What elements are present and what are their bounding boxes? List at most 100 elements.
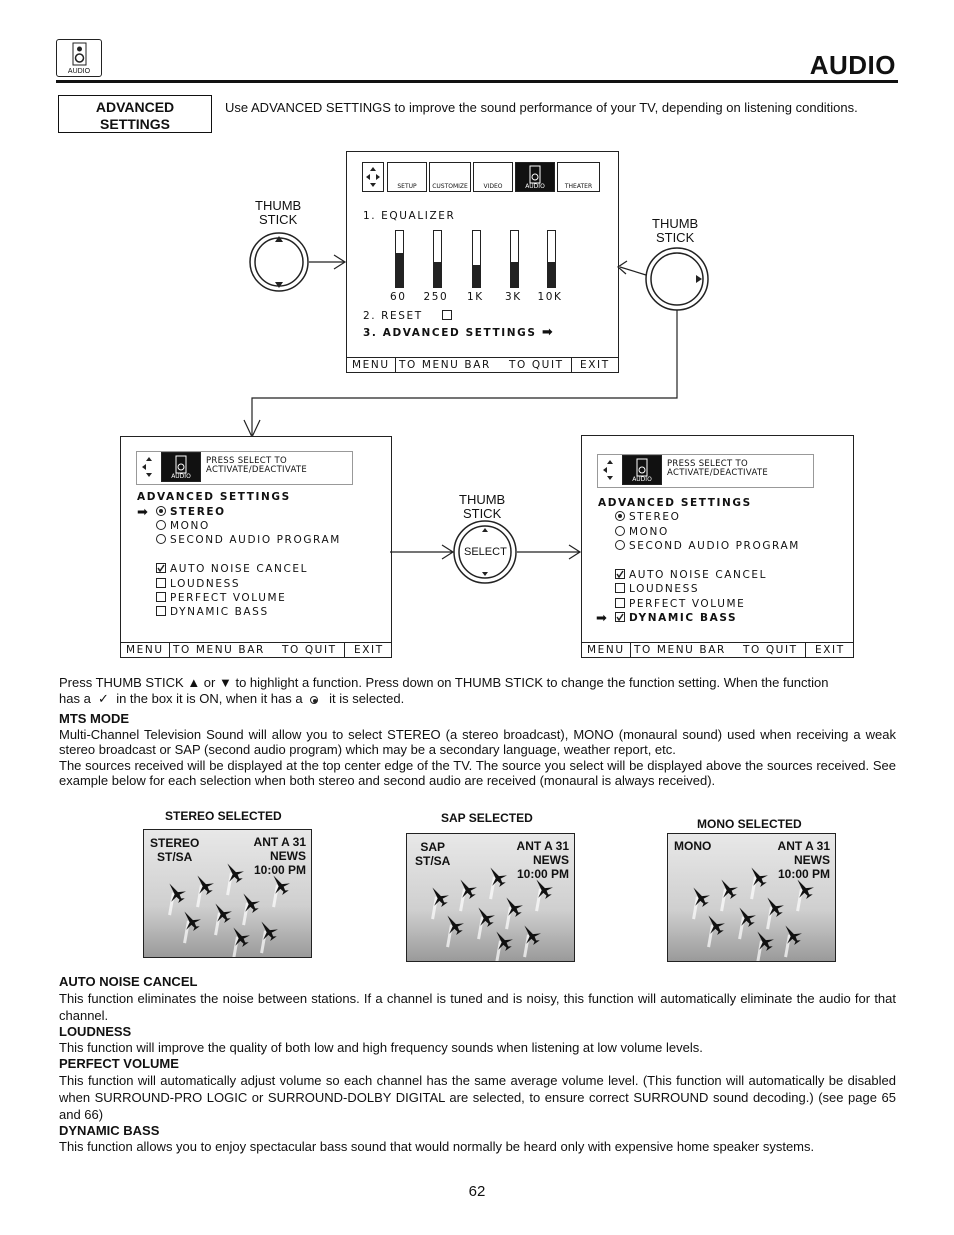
tv-left-line1: STEREO <box>150 836 200 850</box>
sap-selected-caption: SAP SELECTED <box>441 811 533 825</box>
eq-slider-1K[interactable] <box>472 230 481 288</box>
jet-silhouette <box>232 927 250 957</box>
tab-setup[interactable]: SETUP <box>387 162 427 192</box>
anc-option[interactable]: AUTO NOISE CANCEL <box>615 569 767 581</box>
jet-silhouette <box>226 863 244 896</box>
dynamic-bass-checkbox[interactable] <box>156 606 166 616</box>
perfect-volume-paragraph: This function will automatically adjust … <box>59 1072 896 1122</box>
stereo-option[interactable]: STEREO <box>615 511 681 523</box>
arrow-right-icon: ➡ <box>137 505 148 520</box>
anc-checkbox-checked[interactable] <box>156 563 166 573</box>
tv-channel: ANT A 31 <box>516 839 569 853</box>
perfect-volume-checkbox[interactable] <box>156 592 166 602</box>
jet-silhouette <box>784 925 802 958</box>
perfect-volume-option[interactable]: PERFECT VOLUME <box>156 592 286 604</box>
eq-slider-fill <box>548 261 555 287</box>
instructions-line2: has a ✓ in the box it is ON, when it has… <box>59 690 405 706</box>
dynamic-bass-option[interactable]: DYNAMIC BASS <box>156 606 269 618</box>
sap-radio[interactable] <box>156 534 166 544</box>
footer-to-menu-bar: TO MENU BAR <box>634 644 726 656</box>
thumbstick-up-down-icon <box>249 232 347 292</box>
tv-left-line2: ST/SA <box>415 854 451 868</box>
instructions-line1: Press THUMB STICK ▲ or ▼ to highlight a … <box>59 675 829 690</box>
tab-audio[interactable]: AUDIO <box>622 455 662 485</box>
loudness-checkbox[interactable] <box>615 583 625 593</box>
jet-silhouette <box>535 879 553 912</box>
eq-slider-10K[interactable] <box>547 230 556 288</box>
tv-left-line1: MONO <box>674 839 712 853</box>
tab-audio[interactable]: AUDIO <box>515 162 555 192</box>
jet-silhouette <box>446 915 464 948</box>
screen-footer: MENU TO MENU BAR TO QUIT EXIT <box>121 642 391 657</box>
loudness-checkbox[interactable] <box>156 578 166 588</box>
footer-exit: EXIT <box>354 644 384 656</box>
mono-option[interactable]: MONO <box>615 526 669 538</box>
sap-radio[interactable] <box>615 540 625 550</box>
equalizer-label: 1. EQUALIZER <box>363 210 456 222</box>
jet-silhouette <box>766 897 784 930</box>
loudness-option[interactable]: LOUDNESS <box>615 583 699 595</box>
tab-video[interactable]: VIDEO <box>473 162 513 192</box>
jet-silhouette <box>183 911 201 944</box>
footer-exit: EXIT <box>580 359 610 371</box>
perfect-volume-checkbox[interactable] <box>615 598 625 608</box>
jet-silhouette <box>750 867 768 900</box>
arrow-right-icon: ➡ <box>541 325 555 340</box>
mts-paragraph-2: The sources received will be displayed a… <box>59 757 896 789</box>
dynamic-bass-checkbox-checked[interactable] <box>615 612 625 622</box>
audio-icon: AUDIO <box>56 39 102 77</box>
jet-silhouette <box>796 879 814 912</box>
jet-silhouette <box>489 867 507 900</box>
stereo-option[interactable]: STEREO <box>156 506 226 518</box>
tv-time: 10:00 PM <box>777 867 830 881</box>
mono-selected-caption: MONO SELECTED <box>697 817 802 831</box>
mono-radio[interactable] <box>615 526 625 536</box>
jet-silhouette <box>495 931 513 961</box>
section-label: ADVANCED SETTINGS <box>95 99 175 132</box>
eq-slider-fill <box>396 253 403 287</box>
stereo-radio[interactable] <box>615 511 625 521</box>
tv-channel: ANT A 31 <box>253 835 306 849</box>
stereo-radio[interactable] <box>156 506 166 516</box>
selected-radio-icon <box>309 695 318 704</box>
dynamic-bass-paragraph: This function allows you to enjoy specta… <box>59 1139 815 1154</box>
eq-band-label: 250 <box>423 291 449 303</box>
jets-image <box>692 867 814 961</box>
tv-left-line2: ST/SA <box>157 850 193 864</box>
eq-slider-3K[interactable] <box>510 230 519 288</box>
anc-checkbox-checked[interactable] <box>615 569 625 579</box>
mono-option[interactable]: MONO <box>156 520 210 532</box>
jet-silhouette <box>459 879 477 912</box>
dynamic-bass-option[interactable]: DYNAMIC BASS <box>615 612 737 624</box>
thumbstick-nav-icon <box>362 162 384 192</box>
tab-theater[interactable]: THEATER <box>557 162 600 192</box>
eq-slider-250[interactable] <box>433 230 442 288</box>
thumbstick-select-icon <box>390 520 582 584</box>
jet-silhouette <box>242 893 260 926</box>
eq-band-label: 1K <box>467 291 484 303</box>
screen-footer: MENU TO MENU BAR TO QUIT EXIT <box>582 642 853 657</box>
reset-item[interactable]: 2. RESET <box>363 310 456 322</box>
eq-slider-fill <box>473 264 480 287</box>
tab-audio[interactable]: AUDIO <box>161 452 201 482</box>
mono-radio[interactable] <box>156 520 166 530</box>
loudness-option[interactable]: LOUDNESS <box>156 578 240 590</box>
jet-silhouette <box>692 887 710 920</box>
sap-option[interactable]: SECOND AUDIO PROGRAM <box>615 540 800 552</box>
reset-checkbox[interactable] <box>441 310 452 320</box>
sap-option[interactable]: SECOND AUDIO PROGRAM <box>156 534 341 546</box>
anc-option[interactable]: AUTO NOISE CANCEL <box>156 563 308 575</box>
advanced-settings-item[interactable]: 3. ADVANCED SETTINGS ➡ <box>363 325 555 340</box>
tab-customize[interactable]: CUSTOMIZE <box>429 162 471 192</box>
loudness-heading: LOUDNESS <box>59 1023 132 1039</box>
eq-slider-fill <box>511 261 518 287</box>
jet-silhouette <box>168 883 186 916</box>
eq-slider-60[interactable] <box>395 230 404 288</box>
perfect-volume-option[interactable]: PERFECT VOLUME <box>615 598 745 610</box>
anc-heading: AUTO NOISE CANCEL <box>59 974 198 989</box>
